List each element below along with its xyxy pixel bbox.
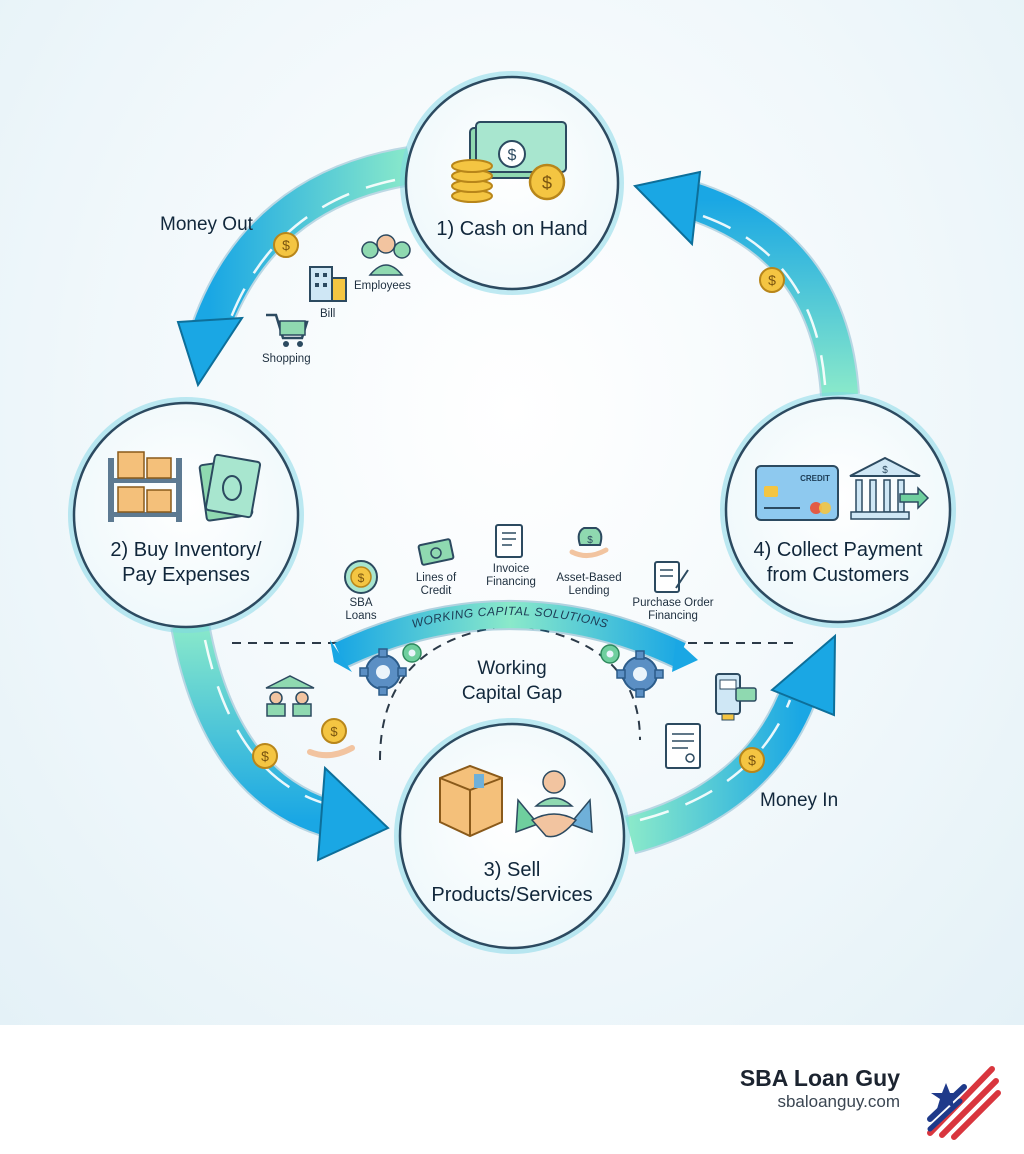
stage-label-cash: 1) Cash on Hand (436, 218, 588, 240)
warehouse-workers-icon (265, 675, 315, 717)
coin-icon: $ (739, 747, 765, 773)
solution-invoice-line1: Invoice (492, 563, 530, 575)
svg-text:$: $ (748, 752, 756, 768)
brand-url[interactable]: sbaloanguy.com (777, 1092, 900, 1111)
bank-icon: $ (849, 456, 930, 520)
svg-text:$: $ (882, 465, 888, 476)
gear-icon (600, 644, 620, 664)
solution-lines-of-credit-label: Lines of Credit (401, 572, 471, 598)
stage-label-sell-line1: 3) Sell (483, 859, 541, 881)
gap-line2: Capital Gap (461, 683, 563, 704)
stage-circle-buy (68, 397, 304, 633)
arrow-money-in (624, 633, 837, 855)
cash-stack-icon: $ $ (451, 121, 567, 203)
handshake-icon (515, 770, 593, 838)
inventory-shelf-icon (108, 451, 182, 522)
gap-line1: Working (477, 658, 547, 679)
footer: SBA Loan Guy sbaloanguy.com (0, 1025, 1024, 1154)
coin-icon: $ (252, 743, 278, 769)
svg-text:$: $ (330, 724, 338, 739)
solution-invoice-financing-label: Invoice Financing (474, 563, 548, 589)
stage-label-sell-line2: Products/Services (431, 884, 593, 906)
stage-circle-sell (394, 718, 630, 954)
solution-sba-line1: SBA (349, 597, 373, 609)
arrow-buy-to-sell (170, 621, 390, 862)
svg-text:$: $ (587, 535, 593, 546)
shopping-label: Shopping (262, 353, 311, 365)
arrow-money-out (176, 146, 414, 388)
arrow-collect-to-cash (633, 170, 860, 397)
money-out-label: Money Out (160, 214, 253, 235)
gear-icon (402, 643, 422, 663)
stage-label-buy: 2) Buy Inventory/ Pay Expenses (86, 538, 286, 588)
purchase-order-icon (654, 561, 689, 593)
solution-purchase-order-label: Purchase Order Financing (618, 597, 728, 623)
bill-label: Bill (320, 308, 336, 320)
shopping-cart-icon (266, 313, 309, 347)
stage-circle-cash (400, 71, 624, 295)
bill-icon (309, 266, 347, 302)
solution-sba-line2: Loans (345, 610, 377, 622)
credit-card-label: CREDIT (800, 474, 830, 483)
diagram-canvas: $ $ $ $ WORKING CAPITAL SOLUTIONS (0, 0, 1024, 1025)
money-in-label: Money In (760, 790, 839, 811)
hand-coin-icon: $ (307, 718, 355, 759)
solutions-banner (330, 600, 698, 672)
stage-label-collect-line1: 4) Collect Payment (753, 539, 923, 561)
brand-logo-svg (927, 1066, 1001, 1140)
stage-label-collect-line2: from Customers (766, 564, 910, 586)
lines-of-credit-icon (417, 538, 455, 566)
sba-loans-icon: $ (344, 560, 378, 594)
credit-card-icon (755, 465, 839, 521)
solution-po-line2: Financing (648, 610, 698, 622)
solution-invoice-line2: Financing (486, 576, 536, 588)
svg-text:$: $ (508, 147, 517, 164)
brand-name: SBA Loan Guy (739, 1065, 900, 1091)
invoice-icon (665, 723, 701, 769)
employees-icon (361, 234, 411, 276)
diagram-svg: $ $ $ $ WORKING CAPITAL SOLUTIONS (68, 71, 956, 954)
stage-label-buy-line2: Pay Expenses (122, 564, 250, 586)
gear-icon (359, 648, 407, 696)
invoice-financing-icon (495, 524, 523, 558)
svg-text:$: $ (282, 237, 290, 253)
svg-text:$: $ (768, 272, 776, 288)
solution-asset-based-lending-label: Asset-Based Lending (549, 572, 629, 598)
svg-text:$: $ (358, 571, 365, 585)
gear-icon (616, 650, 664, 698)
stage-label-collect: 4) Collect Payment from Customers (728, 538, 948, 588)
employees-label: Employees (354, 280, 411, 292)
coin-icon: $ (759, 267, 785, 293)
stage-label-buy-line1: 2) Buy Inventory/ (110, 539, 262, 561)
solution-po-line1: Purchase Order (632, 597, 714, 609)
card-terminal-icon (715, 673, 757, 721)
flag-logo-icon (927, 1066, 1001, 1140)
package-icon (439, 764, 503, 838)
svg-text:$: $ (261, 748, 269, 764)
solution-loc-line2: Credit (420, 585, 452, 597)
solution-abl-line2: Lending (568, 585, 610, 597)
solution-loc-line1: Lines of (415, 572, 457, 584)
solution-abl-line1: Asset-Based (556, 572, 622, 584)
svg-text:$: $ (542, 173, 552, 193)
asset-based-lending-icon: $ (569, 527, 609, 558)
working-capital-gap-label: Working Capital Gap (432, 656, 592, 706)
stage-label-sell: 3) Sell Products/Services (402, 858, 622, 908)
cash-bills-icon (198, 453, 262, 522)
coin-icon: $ (273, 232, 299, 258)
solution-sba-loans-label: SBA Loans (331, 597, 391, 623)
